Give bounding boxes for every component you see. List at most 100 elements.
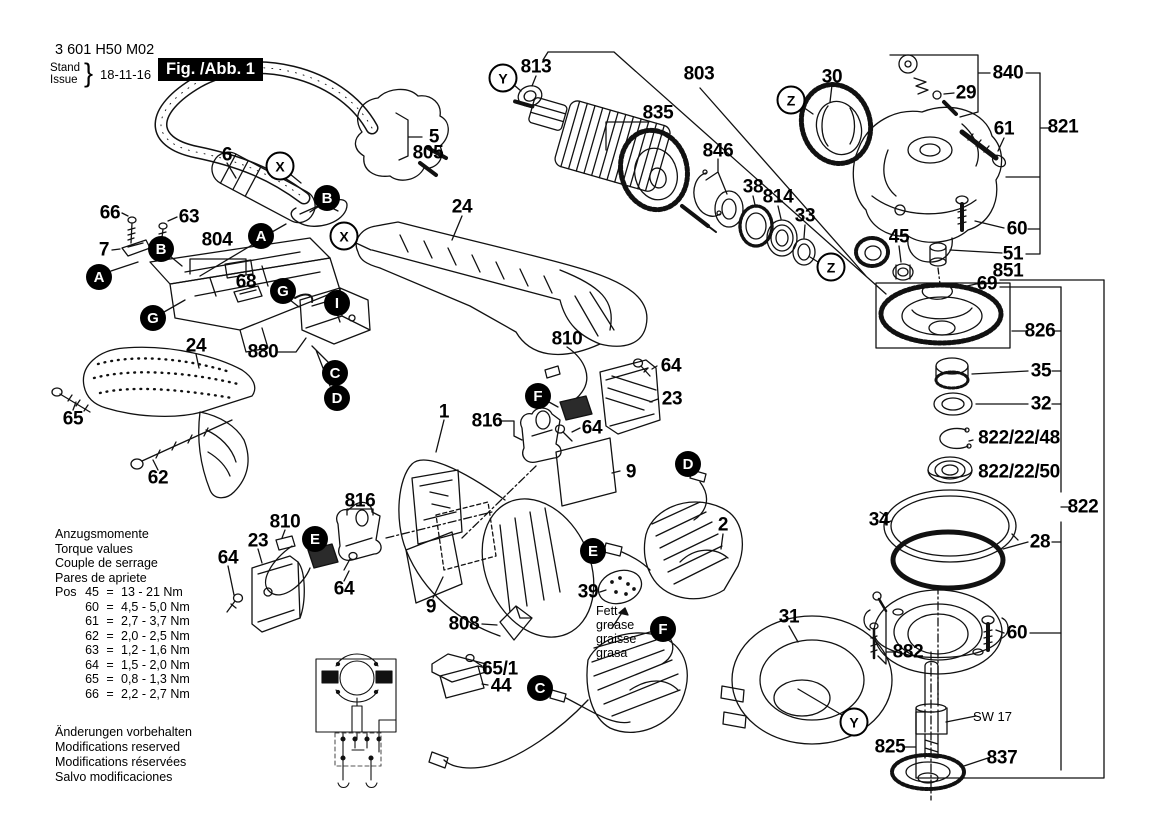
ref-bubble-B: B [314,185,340,211]
part-label-822-22-50: 822/22/50 [978,461,1060,483]
ref-circle-Y: Y [488,63,518,93]
part-label-61: 61 [993,118,1015,140]
part-label-813: 813 [520,56,552,78]
ref-bubble-D: D [324,385,350,411]
torque-pos-number: 66 [85,686,99,701]
part-label-9: 9 [425,596,437,618]
brace-glyph: } [84,58,94,88]
part-label-68: 68 [235,271,257,293]
figure-badge: Fig. /Abb. 1 [158,58,263,81]
torque-pos-number: 61 [85,614,99,628]
part-label-30: 30 [821,66,843,88]
torque-pos-prefix: Pos [55,585,77,599]
torque-title-line: Couple de serrage [55,556,158,570]
ref-circle-Z: Z [816,252,846,282]
ref-bubble-F: F [650,616,676,642]
torque-title-line: Anzugsmomente [55,527,149,541]
spindle-stack-drawing [863,279,1105,801]
ref-circle-Y: Y [839,707,869,737]
part-label-60: 60 [1006,622,1028,644]
part-label-822-22-48: 822/22/48 [978,427,1060,449]
grease-note-line: grasa [596,646,628,660]
part-label-810: 810 [269,511,301,533]
torque-title-line: Torque values [55,541,133,556]
part-label-24: 24 [451,196,473,218]
part-label-6: 6 [221,144,233,166]
part-label-825: 825 [874,736,906,758]
torque-value: 1,2 - 1,6 Nm [121,643,190,657]
part-label-63: 63 [178,206,200,228]
torque-value: 4,5 - 5,0 Nm [121,599,190,614]
part-label-44: 44 [490,675,512,697]
field-coil-drawing [428,469,893,769]
torque-pos-number: 45 [85,585,99,599]
grease-note-line: graisse [596,632,637,646]
ref-bubble-C: C [322,360,348,386]
part-label-24: 24 [185,335,207,357]
part-label-23: 23 [661,388,683,410]
torque-pos-number: 64 [85,657,99,672]
modifications-note-line: Salvo modificaciones [55,770,173,784]
torque-equals-sign: = [106,686,114,701]
ref-circle-X: X [329,221,359,251]
ref-circle-X: X [265,151,295,181]
torque-pos-number: 65 [85,672,99,686]
torque-value: 0,8 - 1,3 Nm [121,672,190,686]
part-label-1: 1 [438,401,450,423]
part-label-2: 2 [717,514,729,536]
ref-bubble-G: G [270,278,296,304]
part-label-835: 835 [642,102,674,124]
ref-bubble-I: I [324,290,350,316]
part-label-816: 816 [471,410,503,432]
part-label-7: 7 [98,239,110,261]
ref-bubble-B: B [148,236,174,262]
part-label-64: 64 [333,578,355,600]
stand-issue-label: Stand Issue [50,62,80,86]
upper-brush-cluster-drawing [461,346,661,539]
part-label-810: 810 [551,328,583,350]
torque-pos-number: 62 [85,628,99,643]
part-label-826: 826 [1024,320,1056,342]
part-label-29: 29 [955,82,977,104]
part-label-39: 39 [577,581,599,603]
part-label-816: 816 [344,490,376,512]
part-label-60: 60 [1006,218,1028,240]
ref-circle-Z: Z [776,85,806,115]
part-label-31: 31 [778,606,800,628]
part-label-851: 851 [992,260,1024,282]
part-label-808: 808 [448,613,480,635]
torque-pos-number: 60 [85,599,99,614]
part-label-840: 840 [992,62,1024,84]
torque-pos-number: 63 [85,643,99,657]
gear-30-drawing [798,82,874,166]
torque-title-line: Pares de apriete [55,570,147,585]
torque-value: 13 - 21 Nm [121,585,183,599]
ref-bubble-D: D [675,451,701,477]
stand-label: Stand [50,62,81,74]
torque-value: 2,2 - 2,7 Nm [121,686,190,701]
part-label-38: 38 [742,176,764,198]
wrench-size-note: SW 17 [973,709,1013,724]
bottom-handle-drawing [51,346,256,499]
torque-equals-sign: = [106,585,114,599]
part-label-65-1: 65/1 [482,658,518,680]
grease-note-line: Fett [596,604,618,618]
part-label-51: 51 [1002,243,1024,265]
torque-row: Pos 45 = 13 - 21 Nm [55,585,265,600]
ref-bubble-A: A [86,264,112,290]
part-label-9: 9 [625,461,637,483]
torque-equals-sign: = [106,614,114,628]
ref-bubble-C: C [527,675,553,701]
part-label-5: 5 [428,126,440,148]
modifications-note-line: Modifications réservées [55,755,187,769]
part-label-814: 814 [762,186,794,208]
torque-equals-sign: = [106,672,114,686]
